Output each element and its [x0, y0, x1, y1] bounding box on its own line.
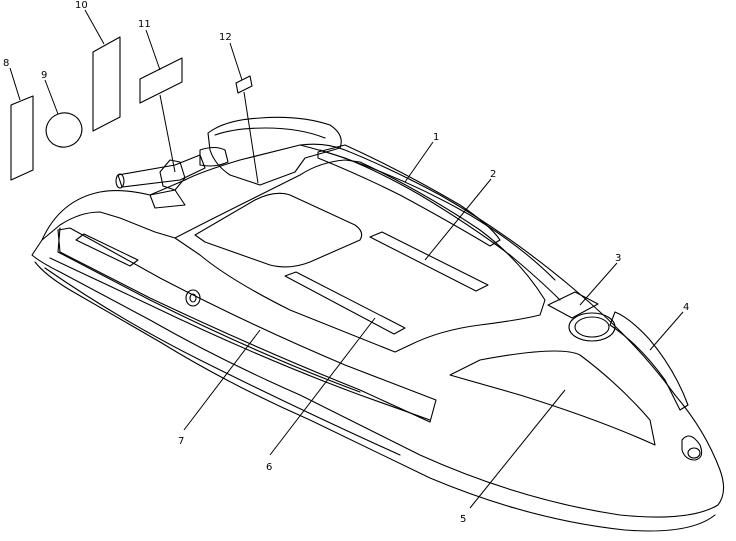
callout-5: 5 [460, 514, 466, 525]
callout-labels: 1 2 3 4 5 6 7 8 9 10 11 12 [3, 0, 689, 525]
deck-outline [174, 144, 561, 353]
loose-decals [10, 36, 253, 181]
handlebar [115, 116, 342, 209]
bow-eye [681, 435, 703, 461]
leader-lines [9, 9, 684, 509]
callout-10: 10 [75, 0, 88, 11]
decal-9 [45, 112, 83, 148]
callout-8: 8 [3, 58, 9, 69]
decal-8 [10, 95, 34, 181]
decal-11 [139, 57, 183, 104]
callout-4: 4 [683, 302, 689, 313]
callout-12: 12 [219, 32, 232, 43]
callout-9: 9 [41, 70, 47, 81]
callout-3: 3 [615, 253, 621, 264]
hull-outline [31, 143, 725, 532]
decal-5-area [449, 350, 656, 446]
decal-areas [57, 144, 689, 446]
callout-2: 2 [490, 169, 496, 180]
decal-7-area [75, 233, 139, 267]
decal-4-area [609, 311, 689, 411]
decal-10 [92, 36, 121, 132]
callout-1: 1 [433, 132, 439, 143]
side-fitting [185, 289, 201, 307]
decal-3-area [547, 291, 599, 319]
decal-2-area [369, 231, 489, 292]
fuel-cap [568, 312, 616, 342]
callout-7: 7 [178, 436, 184, 447]
decal-6-area [284, 271, 406, 335]
decal-12 [235, 75, 253, 94]
callout-11: 11 [138, 19, 151, 30]
decal-7-panel [57, 227, 437, 423]
callout-6: 6 [266, 462, 272, 473]
decal-1-area [317, 144, 501, 247]
